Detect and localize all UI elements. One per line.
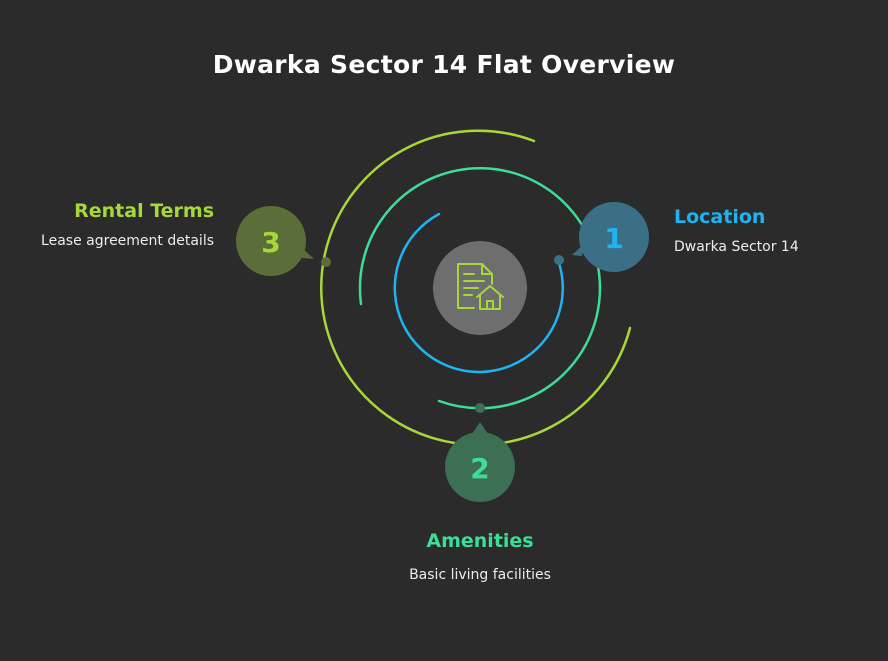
location-number-bubble: 1 xyxy=(572,202,649,272)
document-house-icon xyxy=(457,263,504,310)
amenities-title: Amenities xyxy=(426,530,534,552)
center-circle xyxy=(433,241,527,335)
location-ring xyxy=(393,212,565,374)
location-label-block: Location Dwarka Sector 14 xyxy=(674,206,874,256)
amenities-label-block: Amenities Basic living facilities xyxy=(330,530,630,584)
location-number: 1 xyxy=(604,222,623,255)
location-description: Dwarka Sector 14 xyxy=(674,239,799,255)
amenities-connector-dot xyxy=(475,403,485,413)
rental-terms-ring xyxy=(320,129,632,447)
location-connector-dot xyxy=(554,255,564,265)
amenities-ring xyxy=(358,167,602,410)
amenities-description: Basic living facilities xyxy=(409,567,551,583)
rental-terms-description: Lease agreement details xyxy=(41,233,214,249)
page-title: Dwarka Sector 14 Flat Overview xyxy=(212,50,676,79)
rental-terms-label-block: Rental Terms Lease agreement details xyxy=(40,200,214,250)
rental-terms-title: Rental Terms xyxy=(74,200,214,222)
amenities-number: 2 xyxy=(470,452,489,485)
amenities-number-bubble: 2 xyxy=(445,422,515,502)
location-title: Location xyxy=(674,206,766,228)
rental-terms-number-bubble: 3 xyxy=(236,206,314,276)
rental-terms-number: 3 xyxy=(261,226,280,259)
rental-terms-connector-dot xyxy=(321,257,331,267)
